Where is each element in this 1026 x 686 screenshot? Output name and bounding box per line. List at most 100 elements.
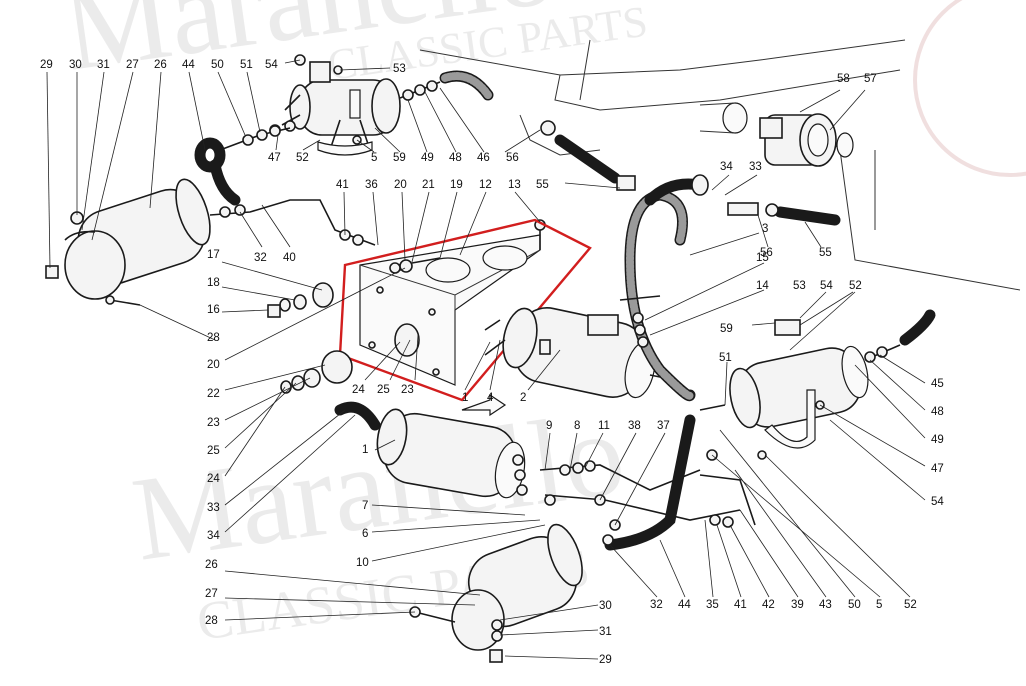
lower-left-fuel-pump bbox=[334, 401, 528, 499]
callout-label: 50 bbox=[211, 59, 224, 71]
callout-label: 26 bbox=[205, 559, 218, 571]
callout-label: 10 bbox=[356, 557, 369, 569]
callout-label: 32 bbox=[650, 599, 663, 611]
callout-label: 33 bbox=[207, 502, 220, 514]
callout-label: 13 bbox=[508, 179, 521, 191]
callout-label: 47 bbox=[931, 463, 944, 475]
left-canister bbox=[45, 178, 376, 300]
leader-lines bbox=[46, 59, 926, 660]
callout-label: 18 bbox=[207, 277, 220, 289]
s-hose-3 bbox=[619, 174, 709, 402]
callout-label: 19 bbox=[450, 179, 463, 191]
callout-label: 55 bbox=[536, 179, 549, 191]
callout-label: 55 bbox=[819, 247, 832, 259]
callout-label: 45 bbox=[931, 378, 944, 390]
filler-collar bbox=[759, 113, 837, 167]
top-fuel-pump bbox=[269, 54, 494, 156]
callout-label: 31 bbox=[599, 626, 612, 638]
center-fuel-pump bbox=[484, 307, 666, 399]
callout-label: 36 bbox=[365, 179, 378, 191]
callout-label: 48 bbox=[931, 406, 944, 418]
direction-arrow bbox=[461, 393, 507, 417]
callout-label: 52 bbox=[296, 152, 309, 164]
callout-label: 39 bbox=[791, 599, 804, 611]
callout-label: 51 bbox=[240, 59, 253, 71]
callout-label: 35 bbox=[706, 599, 719, 611]
callout-label: 41 bbox=[336, 179, 349, 191]
callout-label: 5 bbox=[876, 599, 882, 611]
callout-label: 44 bbox=[182, 59, 195, 71]
callout-label: 20 bbox=[207, 359, 220, 371]
callout-label: 25 bbox=[207, 445, 220, 457]
callout-label: 25 bbox=[377, 384, 390, 396]
callout-label: 43 bbox=[819, 599, 832, 611]
callout-label: 47 bbox=[268, 152, 281, 164]
callout-label: 57 bbox=[864, 73, 877, 85]
callout-label: 14 bbox=[756, 280, 769, 292]
callout-label: 4 bbox=[487, 392, 494, 404]
callout-label: 52 bbox=[904, 599, 917, 611]
callout-label: 30 bbox=[69, 59, 82, 71]
callout-label: 56 bbox=[506, 152, 519, 164]
callout-label: 58 bbox=[837, 73, 850, 85]
callout-label: 31 bbox=[97, 59, 110, 71]
callout-label: 5 bbox=[371, 152, 377, 164]
callout-label: 37 bbox=[657, 420, 670, 432]
callout-label: 30 bbox=[599, 600, 612, 612]
callout-label: 53 bbox=[393, 63, 406, 75]
callout-label: 23 bbox=[207, 417, 220, 429]
callout-label: 8 bbox=[574, 420, 580, 432]
callout-label: 49 bbox=[421, 152, 434, 164]
callout-label: 44 bbox=[678, 599, 691, 611]
callout-label: 51 bbox=[719, 352, 732, 364]
callout-label: 15 bbox=[756, 252, 769, 264]
callout-label: 59 bbox=[393, 152, 406, 164]
callout-label: 21 bbox=[422, 179, 435, 191]
callout-label: 24 bbox=[207, 473, 220, 485]
callout-label: 3 bbox=[762, 223, 768, 235]
callout-label: 59 bbox=[720, 323, 733, 335]
callout-label: 34 bbox=[720, 161, 733, 173]
lower-pipe-network bbox=[539, 404, 756, 551]
callout-label: 52 bbox=[849, 280, 862, 292]
top-left-hose bbox=[194, 125, 291, 206]
callout-label: 28 bbox=[205, 615, 218, 627]
callout-label: 54 bbox=[265, 59, 278, 71]
callout-label: 12 bbox=[479, 179, 492, 191]
callout-label: 20 bbox=[394, 179, 407, 191]
callout-label: 29 bbox=[599, 654, 612, 666]
callout-label: 16 bbox=[207, 304, 220, 316]
callout-label: 48 bbox=[449, 152, 462, 164]
callout-label: 6 bbox=[362, 528, 368, 540]
callout-labels: 29 30 31 27 26 44 50 51 54 53 47 52 5 59… bbox=[40, 59, 944, 666]
callout-label: 9 bbox=[546, 420, 552, 432]
callout-label: 49 bbox=[931, 434, 944, 446]
callout-label: 29 bbox=[40, 59, 53, 71]
callout-label: 11 bbox=[598, 420, 610, 432]
callout-label: 53 bbox=[793, 280, 806, 292]
callout-label: 27 bbox=[205, 588, 218, 600]
callout-label: 22 bbox=[207, 388, 220, 400]
watermark-seal bbox=[913, 0, 1026, 177]
callout-label: 28 bbox=[207, 332, 220, 344]
fittings-55-56 bbox=[540, 120, 841, 226]
bolt-28-left bbox=[105, 295, 141, 306]
callout-label: 38 bbox=[628, 420, 641, 432]
callout-label: 7 bbox=[362, 500, 368, 512]
callout-label: 17 bbox=[207, 249, 220, 261]
callout-label: 46 bbox=[477, 152, 490, 164]
callout-label: 34 bbox=[207, 530, 220, 542]
callout-label: 42 bbox=[762, 599, 775, 611]
callout-label: 54 bbox=[820, 280, 833, 292]
callout-label: 1 bbox=[462, 392, 468, 404]
callout-label: 27 bbox=[126, 59, 139, 71]
callout-label: 50 bbox=[848, 599, 861, 611]
callout-label: 41 bbox=[734, 599, 747, 611]
callout-label: 26 bbox=[154, 59, 167, 71]
callout-label: 40 bbox=[283, 252, 296, 264]
callout-label: 54 bbox=[931, 496, 944, 508]
callout-label: 1 bbox=[362, 444, 368, 456]
callout-label: 33 bbox=[749, 161, 762, 173]
